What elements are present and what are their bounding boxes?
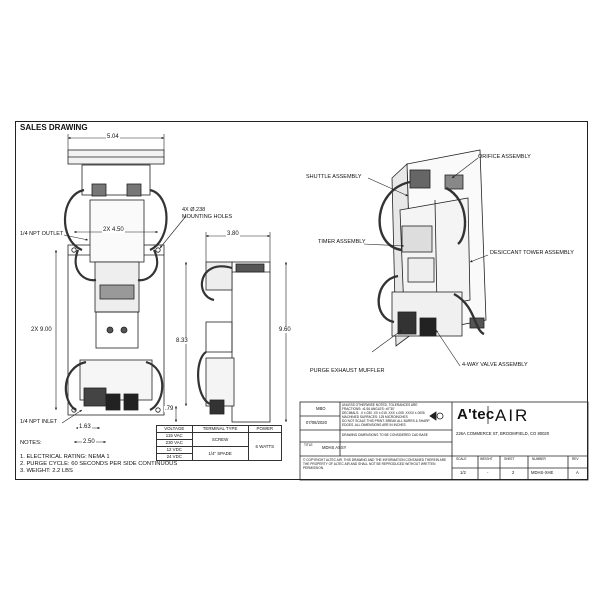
tb-tolerance-2: FRACTIONS: ±1/16 ANGLES: ±0°30' (342, 407, 395, 411)
tb-title-label: TITLE (304, 443, 313, 447)
dim-hole-spacing: 2X 4.50 (102, 227, 125, 233)
leader-lines (61, 157, 489, 424)
tb-tolerance-1: UNLESS OTHERWISE NOTED, TOLERANCES ARE (342, 403, 418, 407)
dim-side-bottom: .79 (164, 406, 175, 412)
isometric-view (391, 149, 487, 347)
dim-side-outer: 9.60 (278, 327, 292, 333)
tb-scale-value: 1/2 (460, 470, 466, 475)
note-item-2: 2. PURGE CYCLE: 60 SECONDS PER SIDE CONT… (20, 461, 178, 467)
dim-height: 2X 9.00 (30, 327, 53, 333)
table-header: POWER (247, 425, 283, 433)
tb-title-value: MDHS ASSY (322, 445, 347, 450)
callout-orifice: ORIFICE ASSEMBLY (478, 154, 531, 160)
tb-number-label: NUMBER (532, 457, 546, 461)
tb-legal-text: © COPYRIGHT ALTEC AIR. THIS DRAWING AND … (303, 458, 447, 470)
notes-heading: NOTES: (20, 440, 42, 446)
tb-weight-label: WEIGHT (480, 457, 493, 461)
callout-npt-outlet: 1/4 NPT OUTLET (20, 231, 64, 237)
tb-drawn-by: MBO (316, 406, 326, 411)
callout-mounting-holes-2: MOUNTING HOLES (182, 214, 233, 220)
tb-tolerance-5: DO NOT SCALE THIS PRINT. BREAK ALL BURRS… (342, 419, 430, 423)
sheet-heading: SALES DRAWING (20, 123, 88, 132)
dim-side-inner: 8.33 (175, 338, 189, 344)
callout-shuttle: SHUTTLE ASSEMBLY (306, 174, 362, 180)
voltage-table: VOLTAGE TERMINAL TYPE POWER 115 VAC SCRE… (156, 425, 283, 461)
callout-mounting-holes-1: 4X Ø.238 (182, 207, 206, 213)
note-item-3: 3. WEIGHT: 2.2 LBS (20, 468, 73, 474)
tb-sheet-label: SHEET (504, 457, 515, 461)
tb-scale-label: SCALE (456, 457, 467, 461)
title-block-frame (299, 401, 589, 481)
table-cell-power: 6 WATTS (247, 432, 283, 461)
table-cell-terminal-spade: 1/4" SPADE (191, 446, 249, 461)
callout-timer: TIMER ASSEMBLY (318, 239, 366, 245)
table-cell-voltage: 115 VAC (156, 432, 193, 440)
tb-tolerance-3: DECIMALS: .X ±.030 .XX ±.015 .XXX ±.005 … (342, 411, 425, 415)
table-cell-voltage: 12 VDC (156, 446, 193, 454)
dim-depth: 3.80 (226, 231, 240, 237)
table-header: TERMINAL TYPE (191, 425, 249, 433)
tb-number-value: MDHS-XHE (531, 470, 554, 475)
tb-sheet-value: 2 (512, 470, 515, 475)
side-tubing (197, 265, 233, 406)
tb-rev-label: REV (572, 457, 579, 461)
table-header: VOLTAGE (156, 425, 193, 433)
tb-tolerance-6: EDGES. ALL DIMENSIONS ARE IN INCHES (342, 423, 406, 427)
dim-bottom-width: 2.50 (82, 439, 96, 445)
tb-date: 07/08/2020 (306, 420, 327, 425)
tb-tolerance-4: MACHINED SURFACES: 125 MICROINCHES (342, 415, 408, 419)
front-tubing (63, 188, 168, 411)
table-cell-terminal-screw: SCREW (191, 432, 249, 447)
table-cell-voltage: 230 VAC (156, 439, 193, 447)
callout-valve: 4-WAY VALVE ASSEMBLY (462, 362, 528, 368)
note-item-1: 1. ELECTRICAL RATING: NEMA 1 (20, 454, 110, 460)
callout-desiccant: DESICCANT TOWER ASSEMBLY (490, 250, 574, 256)
side-view (205, 261, 271, 423)
callout-muffler: PURGE EXHAUST MUFFLER (310, 368, 385, 374)
logo-air: AIR (495, 406, 530, 425)
tb-tolerance-7: DRAWING DIMENSIONS TO BE CONSIDERED CAD … (342, 433, 428, 437)
tb-address: 226A COMMERCE ST, BROOMFIELD, CO 80020 (456, 431, 550, 436)
table-cell-voltage: 24 VDC (156, 453, 193, 461)
drawing-sheet (15, 121, 588, 480)
dim-top-width: 5.04 (106, 134, 120, 140)
tb-weight-value: - (487, 470, 489, 475)
tb-rev-value: A (576, 470, 579, 475)
callout-npt-inlet: 1/4 NPT INLET (20, 419, 58, 425)
dim-inlet-offset: 1.63 (78, 424, 92, 430)
logo-altec: A'tec (457, 406, 495, 423)
isometric-tubing (377, 180, 485, 336)
